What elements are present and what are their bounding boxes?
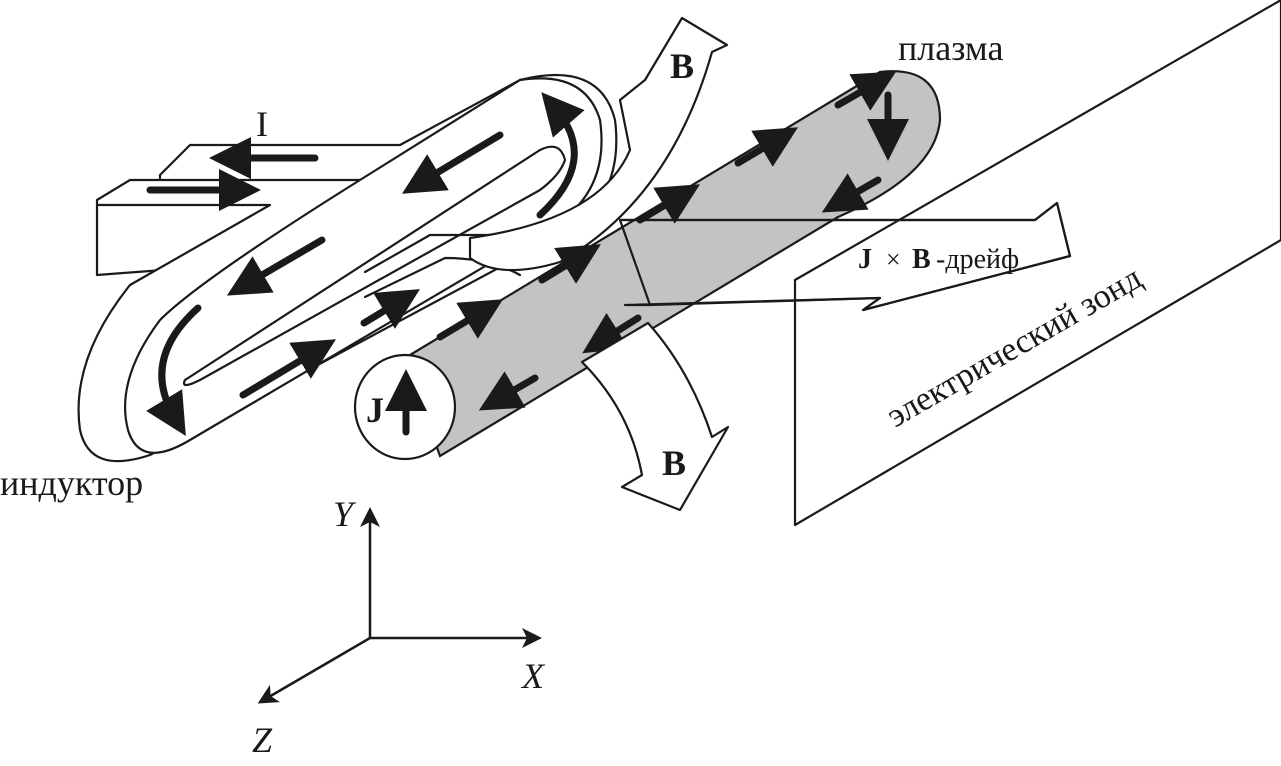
current-arrow [401,131,504,194]
drift-label-times: × [886,245,901,274]
plasma-current-arrow [734,127,799,167]
magnetic-field-arrow-top: B [468,16,729,272]
jxb-drift-arrow: J × B -дрейф [618,201,1072,312]
plasma-current-arrow [538,244,601,284]
current-arrow [239,339,337,399]
electric-probe-plane [793,0,1281,527]
current-arrow-curved [536,92,585,219]
coordinate-axes: Y X Z [252,494,546,760]
z-axis-label: Z [252,720,273,760]
plasma-current-arrow [834,71,897,111]
plasma-current-arrow [478,371,539,411]
plasma-current-arrow [436,299,504,341]
current-arrow-curved [146,304,202,436]
drift-label-b: B [912,244,931,275]
inductor [77,73,618,463]
y-axis-label: Y [333,494,357,534]
drift-label-suffix: -дрейф [936,244,1019,275]
current-arrow [226,236,326,296]
b-field-label-bottom: B [662,443,686,483]
plasma-current-arrow [636,184,701,224]
plasma-column: J [353,70,942,461]
plasma-label: плазма [898,28,1003,68]
magnetic-field-arrow-bottom: B [580,321,730,512]
inductor-label: индуктор [0,463,143,503]
current-arrow [360,289,420,329]
plasma-current-arrow [582,313,642,354]
j-label: J [366,390,384,430]
x-axis-label: X [520,656,546,696]
plasma-current-arrow [821,173,882,213]
current-label: I [256,104,268,144]
b-field-label-top: B [670,46,694,86]
drift-label-j: J [858,244,872,275]
z-axis [257,636,371,704]
